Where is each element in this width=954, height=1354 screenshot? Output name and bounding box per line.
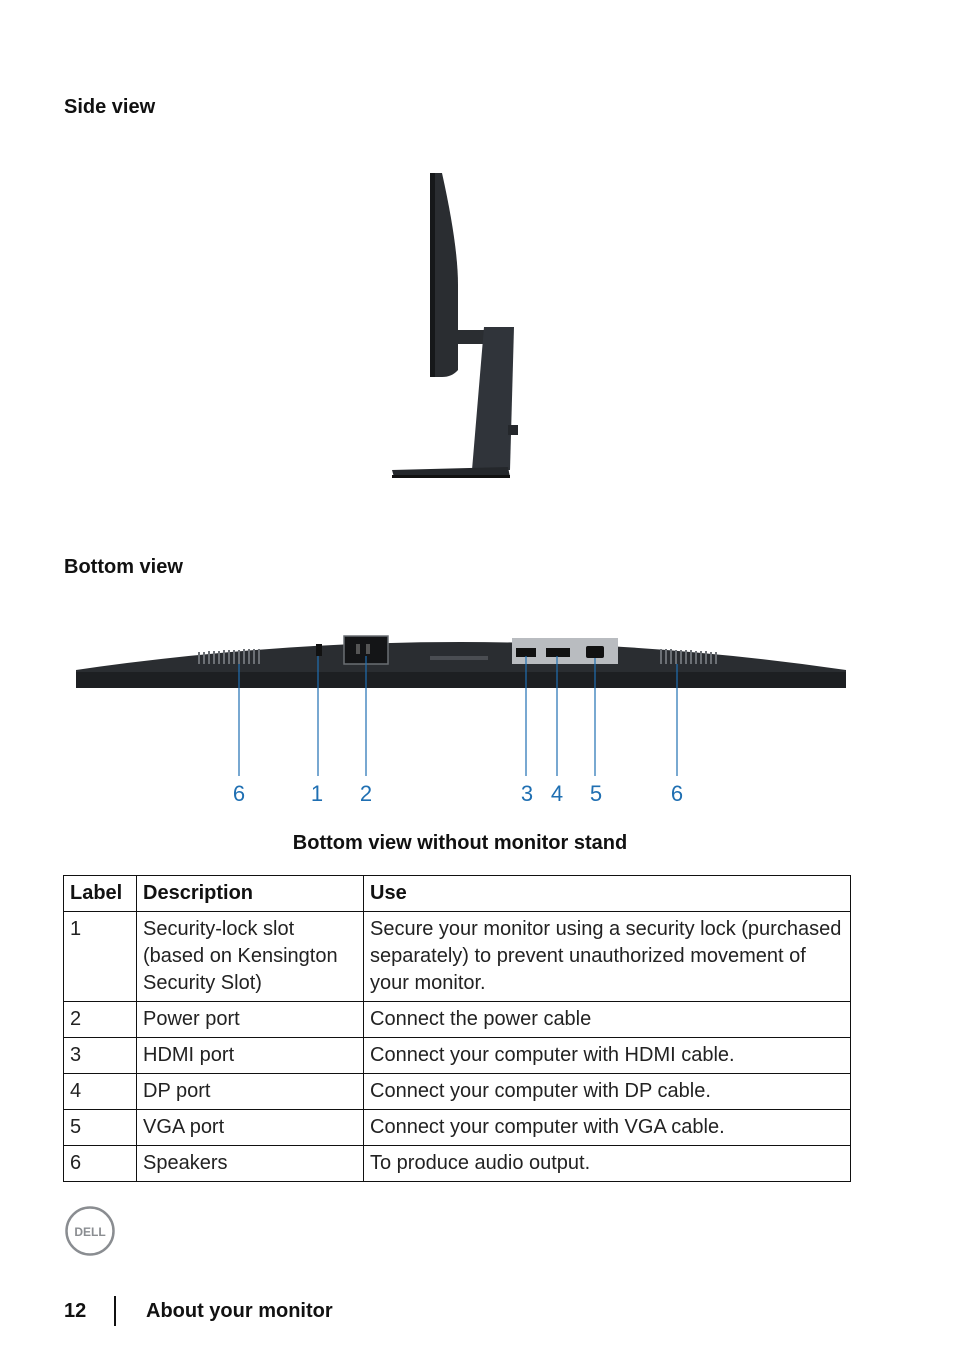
table-row: 2 Power port Connect the power cable: [63, 1001, 851, 1038]
cell-description: Security-lock slot (based on Kensington …: [136, 911, 364, 1002]
monitor-bottom-view-image: 6 1 2 3 4 5 6: [76, 635, 846, 806]
vga-port-shape: [586, 646, 604, 658]
callout-4: 4: [551, 781, 563, 806]
page-number: 12: [64, 1300, 87, 1322]
cell-label: 4: [63, 1073, 137, 1110]
cell-use: Connect your computer with VGA cable.: [363, 1109, 851, 1146]
cell-description: Power port: [136, 1001, 364, 1038]
table-row: 5 VGA port Connect your computer with VG…: [63, 1109, 851, 1146]
monitor-panel-side: [430, 173, 458, 377]
cell-use: Connect the power cable: [363, 1001, 851, 1038]
header-use: Use: [363, 875, 851, 912]
port-description-table: Label Description Use 1 Security-lock sl…: [63, 875, 851, 1182]
callout-2: 2: [360, 781, 372, 806]
stand-base: [392, 467, 510, 477]
callout-5: 5: [590, 781, 602, 806]
cell-label: 3: [63, 1037, 137, 1074]
footer-chapter-title: About your monitor: [146, 1300, 333, 1322]
cell-description: VGA port: [136, 1109, 364, 1146]
speaker-grille-left: [198, 649, 260, 664]
cell-label: 5: [63, 1109, 137, 1146]
cell-use: Connect your computer with HDMI cable.: [363, 1037, 851, 1074]
dell-logo-text: DELL: [74, 1225, 105, 1239]
figure-caption: Bottom view without monitor stand: [292, 832, 628, 854]
stand-column: [472, 327, 514, 470]
bottom-view-heading: Bottom view: [64, 556, 183, 578]
table-row: 6 Speakers To produce audio output.: [63, 1145, 851, 1182]
callout-6-left: 6: [233, 781, 245, 806]
hdmi-port-shape: [516, 648, 536, 657]
callout-6-right: 6: [671, 781, 683, 806]
side-view-heading: Side view: [64, 96, 156, 118]
cell-description: HDMI port: [136, 1037, 364, 1074]
table-row: 3 HDMI port Connect your computer with H…: [63, 1037, 851, 1074]
callout-1: 1: [311, 781, 323, 806]
stand-arm: [454, 330, 486, 344]
callout-3: 3: [521, 781, 533, 806]
cell-description: Speakers: [136, 1145, 364, 1182]
footer-divider: [114, 1296, 116, 1326]
table-row: 4 DP port Connect your computer with DP …: [63, 1073, 851, 1110]
speaker-grille-right: [660, 649, 717, 664]
table-row: 1 Security-lock slot (based on Kensingto…: [63, 911, 851, 1002]
header-description: Description: [136, 875, 364, 912]
monitor-side-view-image: [392, 173, 518, 478]
cell-use: Connect your computer with DP cable.: [363, 1073, 851, 1110]
table-header-row: Label Description Use: [63, 875, 851, 912]
dp-port-shape: [546, 648, 570, 657]
dell-logo-icon: DELL: [65, 1206, 115, 1256]
cell-use: To produce audio output.: [363, 1145, 851, 1182]
security-lock-slot: [316, 644, 322, 656]
cell-label: 1: [63, 911, 137, 1002]
header-label: Label: [63, 875, 137, 912]
cell-label: 2: [63, 1001, 137, 1038]
cell-use: Secure your monitor using a security loc…: [363, 911, 851, 1002]
cell-description: DP port: [136, 1073, 364, 1110]
cell-label: 6: [63, 1145, 137, 1182]
